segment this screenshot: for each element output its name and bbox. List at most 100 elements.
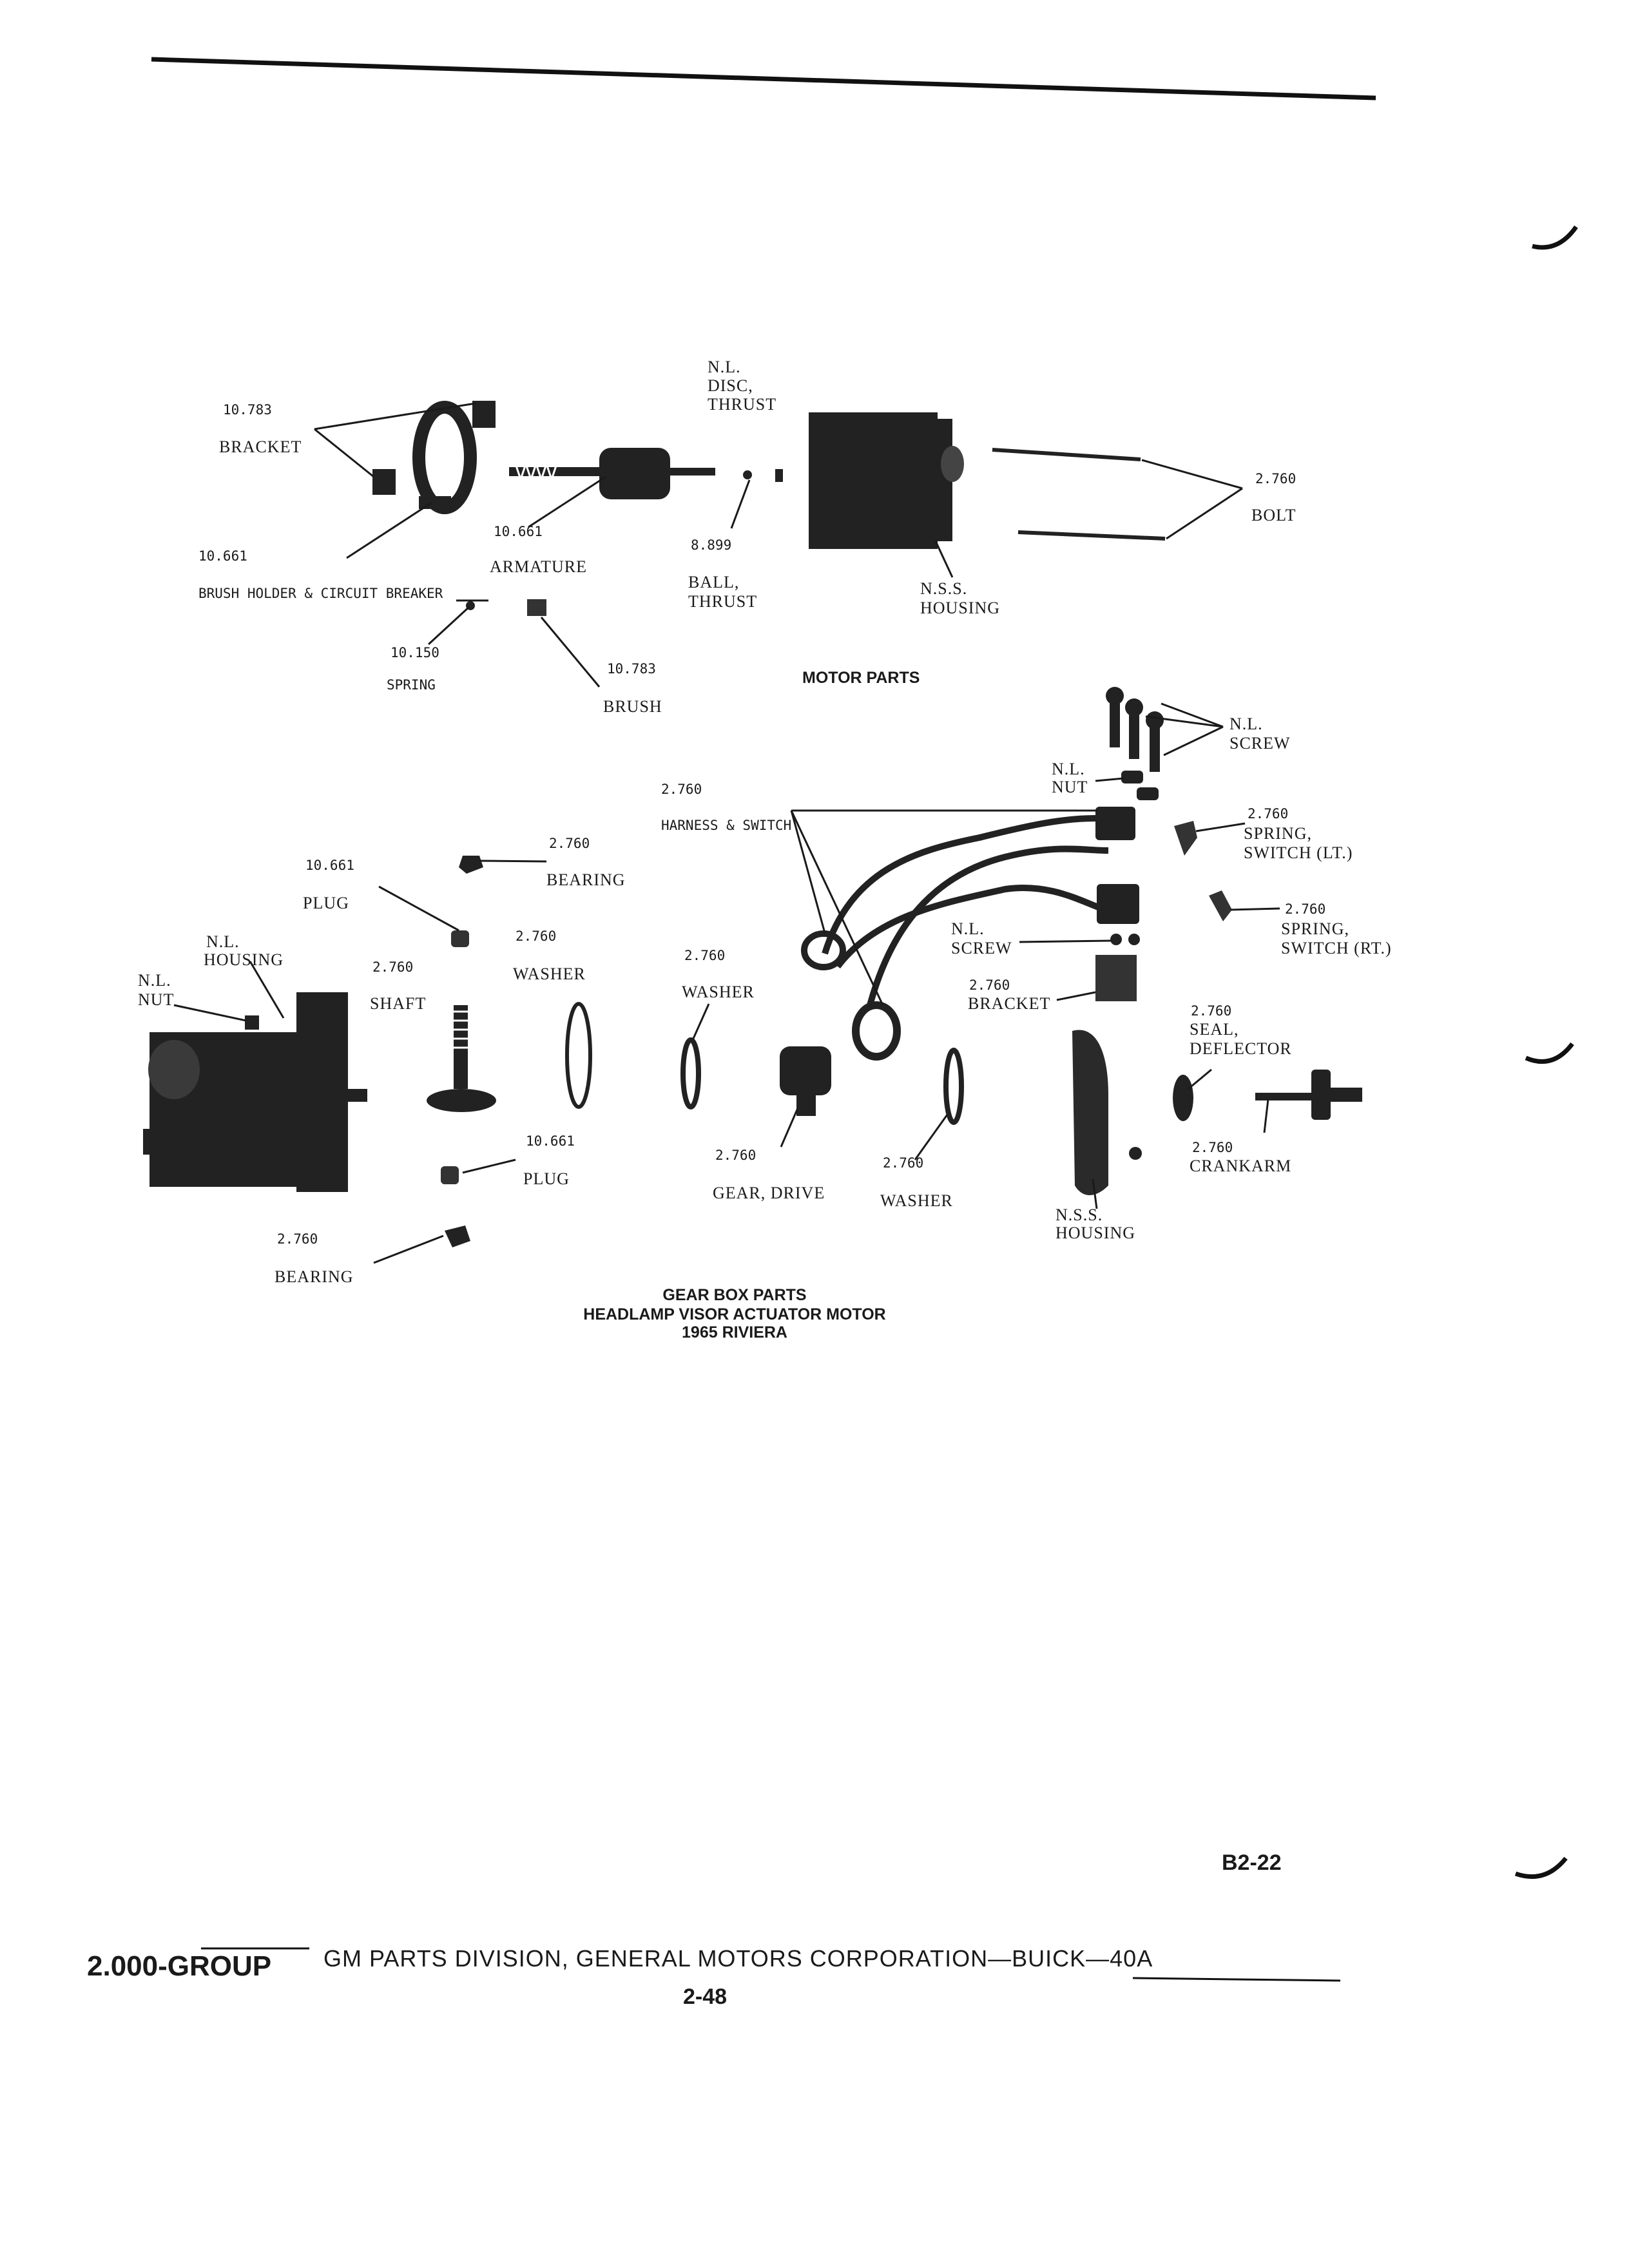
housing-label-line1: N.S.S. — [920, 579, 967, 598]
top-screws-part — [1106, 687, 1164, 800]
page-code: B2-22 — [1222, 1850, 1282, 1875]
washer-left-part — [565, 1002, 592, 1109]
footer-group: 2.000-GROUP — [87, 1950, 271, 1982]
armature-label: ARMATURE — [490, 557, 587, 576]
screw-top-label-line1: N.L. — [1229, 715, 1263, 733]
seal-deflector-part — [1173, 1075, 1193, 1121]
plug-top-number: 10.661 — [305, 858, 354, 873]
bracket-number: 10.783 — [223, 402, 272, 418]
seal-label-line1: SEAL, — [1190, 1020, 1239, 1039]
nut-top-label-line2: NUT — [1052, 778, 1088, 796]
gear-box-caption-line2: HEADLAMP VISOR ACTUATOR MOTOR — [583, 1305, 885, 1323]
bolt-number: 2.760 — [1255, 471, 1296, 486]
gear-number: 2.760 — [715, 1148, 756, 1163]
screw-mid-label-line1: N.L. — [951, 919, 985, 938]
spring-rt-label-line1: SPRING, — [1281, 919, 1349, 938]
harness-switch-part — [801, 807, 1139, 1061]
washer-mid-part — [943, 1048, 964, 1125]
binding-mark-2 — [1525, 1042, 1574, 1064]
spring-lt-label-line2: SWITCH (LT.) — [1244, 843, 1353, 862]
armature-number: 10.661 — [494, 524, 543, 539]
spring-number: 10.150 — [390, 645, 439, 660]
gear-drive-part — [780, 1046, 831, 1116]
brush-holder-label: BRUSH HOLDER & CIRCUIT BREAKER — [198, 586, 443, 601]
crankarm-label: CRANKARM — [1190, 1157, 1291, 1175]
footer-rule-right — [1132, 1977, 1341, 1982]
plug-bottom-part — [441, 1166, 459, 1184]
spring-switch-rt-part — [1209, 890, 1232, 921]
housing-label-line2: HOUSING — [920, 599, 1000, 617]
motor-housing-nl-part — [143, 992, 367, 1192]
top-rule — [151, 57, 1376, 101]
spring-lt-number: 2.760 — [1248, 806, 1288, 822]
binding-mark-3 — [1514, 1856, 1568, 1879]
bolt-part-2 — [1017, 530, 1166, 541]
spring-switch-lt-part — [1174, 821, 1197, 856]
thrust-disc-part — [775, 469, 783, 482]
seal-label-line2: DEFLECTOR — [1190, 1039, 1292, 1058]
gear-box-caption-line1: GEAR BOX PARTS — [662, 1286, 806, 1304]
nss-housing-label-line1: N.S.S. — [1055, 1206, 1103, 1224]
washer-right-label: WASHER — [682, 983, 755, 1001]
brush-number: 10.783 — [607, 661, 656, 677]
bracket-gear-label: BRACKET — [968, 994, 1050, 1013]
washer-left-number: 2.760 — [516, 928, 556, 944]
nut-label-line2: NUT — [138, 990, 174, 1009]
plug-bottom-number: 10.661 — [526, 1133, 575, 1149]
mid-screw-part-2 — [1128, 934, 1140, 945]
spring-rt-label-line2: SWITCH (RT.) — [1281, 939, 1392, 957]
motor-parts-caption: MOTOR PARTS — [802, 669, 920, 687]
shaft-part — [427, 1005, 496, 1112]
gear-box-parts-group: N.L. SCREW N.L. NUT 2.760 HARNESS & SWIT… — [138, 687, 1392, 1341]
thrust-ball-part — [743, 470, 752, 479]
bearing-bottom-number: 2.760 — [277, 1231, 318, 1247]
plug-top-label: PLUG — [303, 894, 349, 912]
bearing-top-part — [459, 856, 483, 874]
bracket-part-gear — [1095, 955, 1137, 1001]
bracket-gear-number: 2.760 — [969, 977, 1010, 993]
spring-rt-number: 2.760 — [1285, 901, 1325, 917]
bracket-label: BRACKET — [219, 437, 302, 456]
washer-left-label: WASHER — [513, 965, 586, 983]
brush-holder-number: 10.661 — [198, 548, 247, 564]
spring-label: SPRING — [387, 677, 436, 693]
harness-number: 2.760 — [661, 782, 702, 797]
shaft-label: SHAFT — [370, 994, 426, 1013]
disc-label-line3: THRUST — [708, 395, 776, 414]
armature-part — [509, 448, 715, 499]
ball-number: 8.899 — [691, 537, 731, 553]
washer-mid-label: WASHER — [880, 1191, 953, 1210]
disc-label-line1: N.L. — [708, 358, 741, 376]
binding-mark-1 — [1532, 225, 1578, 250]
plug-top-part — [451, 930, 469, 947]
nss-housing-label-line2: HOUSING — [1055, 1224, 1135, 1242]
seal-number: 2.760 — [1191, 1003, 1231, 1019]
crankarm-part — [1255, 1070, 1362, 1120]
bolt-part-1 — [992, 448, 1141, 461]
shaft-number: 2.760 — [372, 959, 413, 975]
plug-bottom-label: PLUG — [523, 1169, 570, 1188]
screw-mid-label-line2: SCREW — [951, 939, 1012, 957]
bearing-bottom-part — [445, 1225, 470, 1247]
disc-label-line2: DISC, — [708, 376, 753, 395]
crankarm-number: 2.760 — [1192, 1140, 1233, 1155]
motor-parts-group: 10.783 BRACKET 10.661 ARMATURE 10.661 BR… — [198, 358, 1296, 716]
motor-housing-part — [809, 412, 964, 549]
gear-label: GEAR, DRIVE — [713, 1184, 825, 1202]
washer-right-part — [680, 1037, 701, 1110]
footer-division: GM PARTS DIVISION, GENERAL MOTORS CORPOR… — [323, 1945, 1153, 1972]
nut-part — [245, 1015, 259, 1030]
washer-right-number: 2.760 — [684, 948, 725, 963]
screw-top-label-line2: SCREW — [1229, 734, 1291, 753]
housing-nl-label-line2: HOUSING — [204, 950, 284, 969]
bearing-top-label: BEARING — [546, 870, 626, 889]
nut-top-label-line1: N.L. — [1052, 760, 1085, 778]
bolt-label: BOLT — [1251, 506, 1296, 524]
brush-part — [527, 599, 546, 616]
harness-label: HARNESS & SWITCH — [661, 818, 791, 833]
housing-nl-label-line1: N.L. — [206, 932, 240, 951]
nut-label-line1: N.L. — [138, 971, 171, 990]
nss-housing-part — [1072, 1030, 1142, 1195]
brush-label: BRUSH — [603, 697, 662, 716]
